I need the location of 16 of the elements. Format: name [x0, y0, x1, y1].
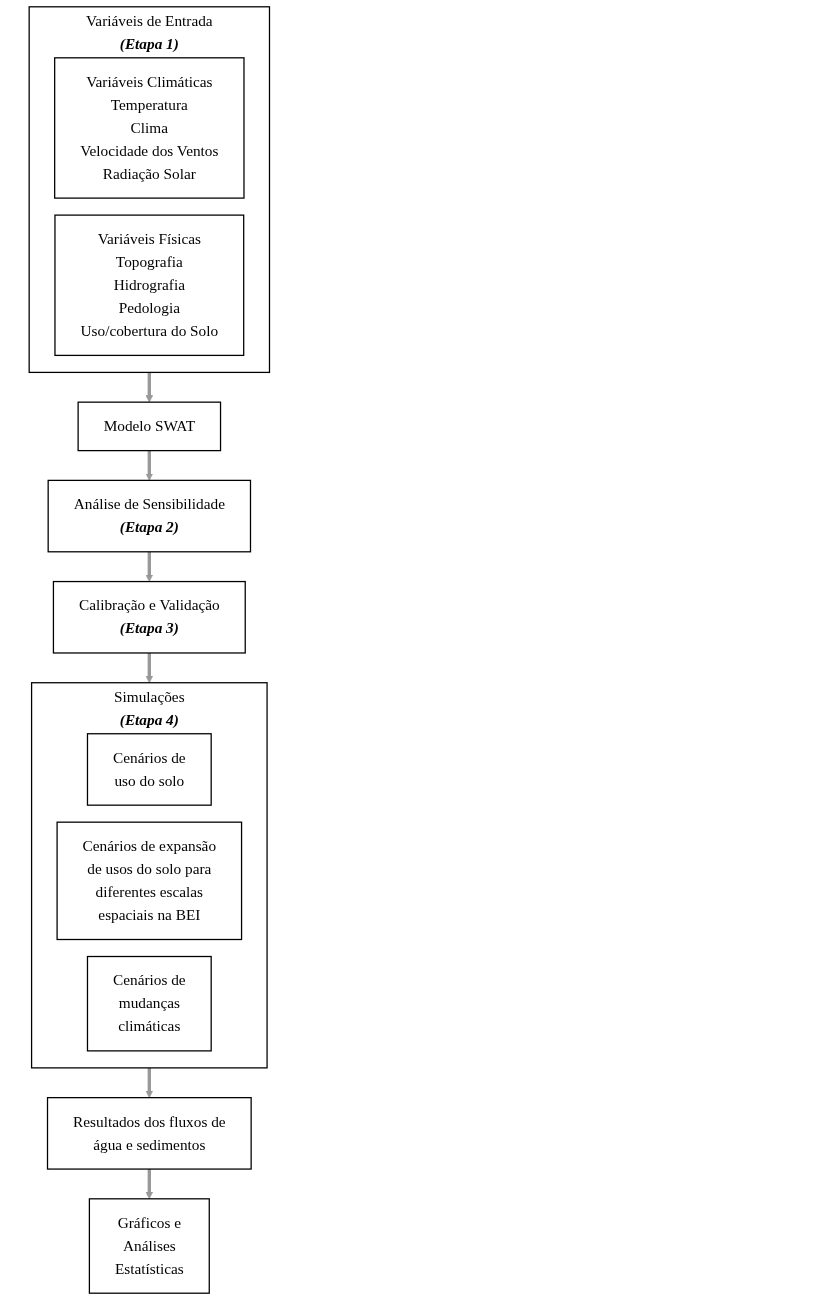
node-box: Cenários de expansão de usos do solo para diferentes escalas espaciais na BEI [56, 821, 243, 941]
arrow [145, 1169, 154, 1200]
node-box: Gráficos e Análises Estatísticas [88, 1198, 210, 1294]
node-box: Cenários de uso do solo [86, 733, 212, 806]
arrow [145, 450, 154, 481]
arrow [145, 653, 154, 684]
node-box: Análise de Sensibilidade (Etapa 2) [47, 479, 252, 553]
node-box: Calibração e Validação (Etapa 3) [52, 580, 246, 654]
arrow [145, 372, 154, 403]
node-box: Variáveis Climáticas Temperatura Clima Velocidade dos Ventos Radiação Solar [54, 57, 245, 199]
node-box: Cenários de mudanças climáticas [86, 955, 212, 1052]
node-box: Variáveis Físicas Topografia Hidrografia Pedologia Uso/cobertura do Solo [54, 214, 245, 357]
arrow [145, 551, 154, 582]
arrow [145, 1067, 154, 1098]
node-box: Modelo SWAT [77, 401, 222, 452]
node-box: Resultados dos fluxos de água e sedimentos [46, 1097, 252, 1170]
